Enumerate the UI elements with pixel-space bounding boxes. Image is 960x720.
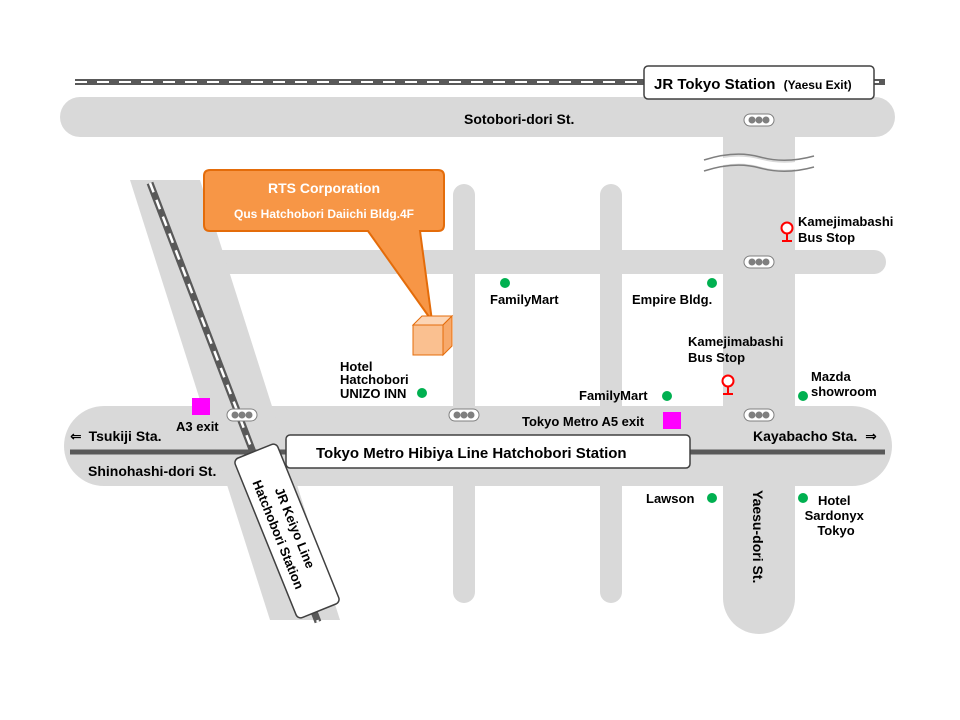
landmark-dot-icon xyxy=(798,391,808,401)
traffic-signal-icon xyxy=(743,408,775,422)
traffic-signal-icon xyxy=(743,255,775,269)
familymart-north-label: FamilyMart xyxy=(490,292,559,307)
right-arrow-icon: ⇒ xyxy=(865,428,877,444)
jr-tokyo-station-sign: JR Tokyo Station (Yaesu Exit) xyxy=(643,65,875,100)
jr-tokyo-station-exit: (Yaesu Exit) xyxy=(784,78,852,92)
yaesu-dori-label: Yaesu-dori St. xyxy=(750,490,766,583)
landmark-dot-icon xyxy=(707,278,717,288)
jr-tokyo-station-name: JR Tokyo Station xyxy=(654,76,775,93)
familymart-south-label: FamilyMart xyxy=(579,388,648,403)
landmark-dot-icon xyxy=(662,391,672,401)
svg-text:Tokyo Metro Hibiya Line Hatcho: Tokyo Metro Hibiya Line Hatchobori Stati… xyxy=(316,445,627,462)
bus-stop-south-label: Kamejimabashi Bus Stop xyxy=(688,334,787,365)
left-arrow-icon: ⇐ xyxy=(70,428,82,444)
hotel-unizo-label: Hotel Hatchobori UNIZO INN xyxy=(340,359,412,401)
callout-building-name: Qus Hatchobori Daiichi Bldg.4F xyxy=(234,207,414,221)
bus-stop-north-label: Kamejimabashi Bus Stop xyxy=(798,214,897,245)
landmark-dot-icon xyxy=(417,388,427,398)
landmark-dot-icon xyxy=(798,493,808,503)
traffic-signal-icon xyxy=(743,113,775,127)
subway-exit-icon xyxy=(663,412,681,429)
hotel-sardonyx-label: Hotel Sardonyx Tokyo xyxy=(805,493,868,538)
hibiya-hatchobori-station-sign: Tokyo Metro Hibiya Line Hatchobori Stati… xyxy=(285,434,691,469)
bus-stop-icon xyxy=(721,374,735,395)
lawson-label: Lawson xyxy=(646,491,694,506)
svg-text:JR Tokyo Station (Yaesu: JR Tokyo Station (Yaesu Exit) xyxy=(654,76,852,93)
mazda-showroom-label: Mazda showroom xyxy=(811,369,877,399)
sotobori-dori-label: Sotobori-dori St. xyxy=(464,111,574,127)
shinohashi-dori-label: Shinohashi-dori St. xyxy=(88,463,216,479)
tsukiji-direction-label: ⇐ Tsukiji Sta. xyxy=(70,428,162,444)
traffic-signal-icon xyxy=(448,408,480,422)
rts-corporation-callout: RTS Corporation Qus Hatchobori Daiichi B… xyxy=(203,169,445,322)
bus-stop-icon xyxy=(780,221,794,242)
a3-exit-label: A3 exit xyxy=(176,419,219,434)
traffic-signal-icon xyxy=(226,408,258,422)
landmark-dot-icon xyxy=(707,493,717,503)
building-icon xyxy=(411,314,454,357)
a5-exit-label: Tokyo Metro A5 exit xyxy=(522,414,645,429)
callout-company-name: RTS Corporation xyxy=(268,180,380,196)
road-break-mark xyxy=(703,153,815,172)
kayabacho-direction-label: Kayabacho Sta. ⇒ xyxy=(753,428,877,444)
landmark-dot-icon xyxy=(500,278,510,288)
empire-bldg-label: Empire Bldg. xyxy=(632,292,712,307)
subway-exit-icon xyxy=(192,398,210,415)
